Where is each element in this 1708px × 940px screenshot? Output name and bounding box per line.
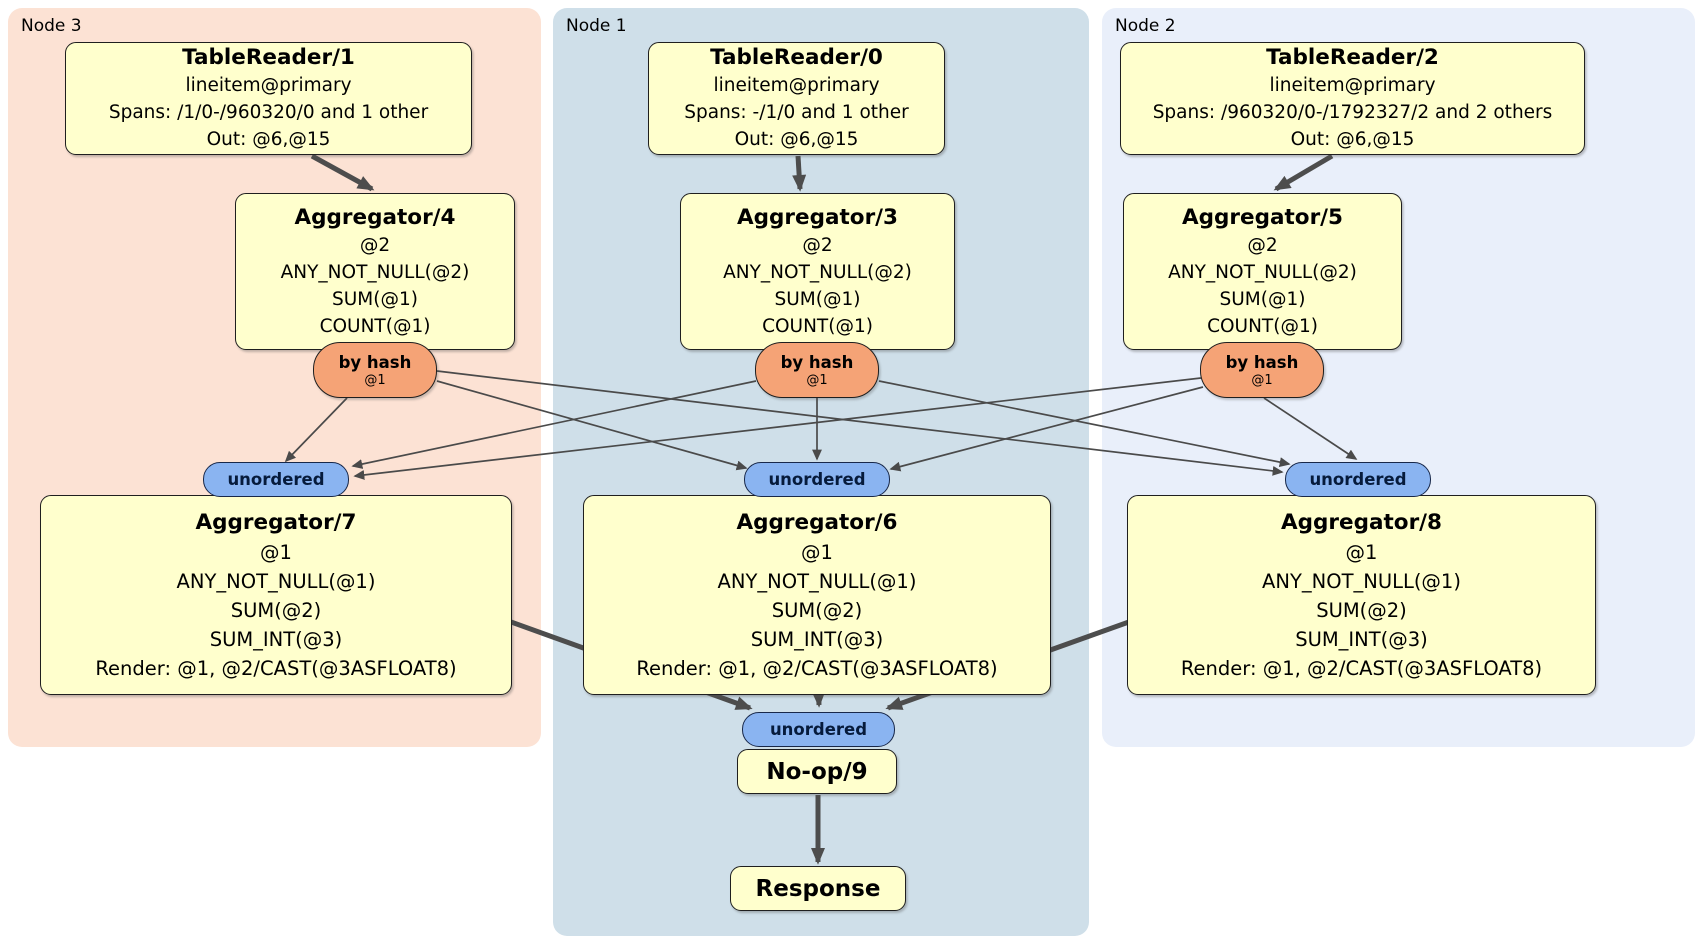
router-key: @1 — [1251, 372, 1273, 388]
node-aggregator-6: Aggregator/6 @1 ANY_NOT_NULL(@1) SUM(@2)… — [583, 495, 1051, 695]
edge-hash3-unordered1 — [351, 380, 757, 469]
node-title: Aggregator/4 — [294, 204, 456, 230]
group-label-node-2: Node 2 — [1115, 16, 1176, 36]
node-detail: ANY_NOT_NULL(@2) — [1168, 261, 1357, 283]
node-detail: @2 — [802, 234, 833, 256]
node-title: TableReader/1 — [182, 45, 355, 70]
node-detail: @2 — [359, 234, 391, 256]
node-detail: SUM(@2) — [1316, 599, 1407, 622]
edge-hash3-unordered3 — [878, 380, 1291, 467]
node-detail: COUNT(@1) — [762, 315, 873, 337]
node-detail: SUM(@2) — [771, 599, 863, 622]
edge-hash5-unordered1 — [353, 377, 1202, 480]
node-detail: @1 — [1345, 541, 1378, 564]
edge-tr1-agg4 — [310, 153, 375, 192]
node-aggregator-7: Aggregator/7 @1 ANY_NOT_NULL(@1) SUM(@2)… — [40, 495, 512, 695]
node-detail: COUNT(@1) — [1207, 315, 1318, 337]
router-label: by hash — [338, 352, 412, 372]
node-detail: @1 — [801, 541, 833, 564]
node-tablereader-0: TableReader/0 lineitem@primary Spans: -/… — [648, 42, 945, 155]
node-title: Response — [755, 875, 881, 902]
edge-hash4-unordered3 — [436, 370, 1284, 476]
node-detail: lineitem@primary — [713, 75, 880, 96]
node-detail: Spans: /960320/0-/1792327/2 and 2 others — [1152, 102, 1553, 123]
node-title: TableReader/0 — [710, 45, 883, 70]
node-title: Aggregator/5 — [1182, 204, 1343, 230]
sync-unordered-2: unordered — [744, 462, 890, 497]
edge-tr2-agg5 — [1273, 153, 1334, 192]
router-by-hash-4: by hash @1 — [313, 342, 437, 398]
node-detail: lineitem@primary — [1269, 75, 1436, 96]
node-detail: SUM(@1) — [1219, 288, 1306, 310]
node-noop-9: No-op/9 — [737, 749, 897, 794]
node-detail: Render: @1, @2/CAST(@3ASFLOAT8) — [1180, 657, 1543, 680]
edge-hash4-unordered2 — [436, 380, 748, 471]
sync-label: unordered — [1309, 470, 1407, 489]
router-label: by hash — [780, 352, 854, 372]
node-response: Response — [730, 866, 906, 911]
sync-unordered-1: unordered — [203, 462, 349, 497]
node-detail: ANY_NOT_NULL(@1) — [1262, 570, 1461, 593]
node-detail: @1 — [260, 541, 292, 564]
node-detail: Render: @1, @2/CAST(@3ASFLOAT8) — [636, 657, 998, 680]
sync-unordered-4: unordered — [742, 712, 895, 747]
node-title: Aggregator/6 — [736, 510, 898, 535]
node-aggregator-5: Aggregator/5 @2 ANY_NOT_NULL(@2) SUM(@1)… — [1123, 193, 1402, 350]
sync-label: unordered — [768, 470, 866, 489]
node-tablereader-2: TableReader/2 lineitem@primary Spans: /9… — [1120, 42, 1585, 155]
node-title: No-op/9 — [766, 758, 868, 785]
node-detail: Out: @6,@15 — [1290, 129, 1415, 150]
node-detail: SUM_INT(@3) — [209, 628, 343, 651]
node-detail: SUM(@1) — [332, 288, 418, 310]
node-detail: SUM_INT(@3) — [750, 628, 884, 651]
router-by-hash-5: by hash @1 — [1200, 342, 1324, 398]
edge-hash5-unordered3 — [1263, 397, 1358, 460]
node-detail: Render: @1, @2/CAST(@3ASFLOAT8) — [95, 657, 457, 680]
node-detail: lineitem@primary — [185, 75, 352, 96]
node-title: Aggregator/7 — [195, 510, 357, 535]
node-detail: SUM(@2) — [230, 599, 322, 622]
node-detail: COUNT(@1) — [319, 315, 431, 337]
node-detail: ANY_NOT_NULL(@1) — [717, 570, 917, 593]
node-aggregator-3: Aggregator/3 @2 ANY_NOT_NULL(@2) SUM(@1)… — [680, 193, 955, 350]
node-title: Aggregator/3 — [737, 204, 898, 230]
router-key: @1 — [806, 372, 828, 388]
node-detail: Out: @6,@15 — [206, 129, 331, 150]
router-label: by hash — [1225, 352, 1299, 372]
edge-hash5-unordered2 — [889, 386, 1204, 472]
node-detail: Spans: /1/0-/960320/0 and 1 other — [108, 102, 429, 123]
node-detail: SUM_INT(@3) — [1295, 628, 1428, 651]
group-label-node-3: Node 3 — [21, 16, 82, 36]
node-aggregator-4: Aggregator/4 @2 ANY_NOT_NULL(@2) SUM(@1)… — [235, 193, 515, 350]
sync-label: unordered — [769, 720, 868, 739]
router-key: @1 — [364, 372, 386, 388]
group-label-node-1: Node 1 — [566, 16, 627, 36]
edge-hash4-unordered1 — [284, 397, 348, 463]
node-detail: Spans: -/1/0 and 1 other — [684, 102, 909, 123]
node-aggregator-8: Aggregator/8 @1 ANY_NOT_NULL(@1) SUM(@2)… — [1127, 495, 1596, 695]
node-detail: Out: @6,@15 — [734, 129, 859, 150]
node-title: Aggregator/8 — [1281, 510, 1442, 535]
node-tablereader-1: TableReader/1 lineitem@primary Spans: /1… — [65, 42, 472, 155]
edge-tr0-agg3 — [792, 155, 807, 192]
sync-unordered-3: unordered — [1285, 462, 1431, 497]
node-detail: ANY_NOT_NULL(@2) — [723, 261, 912, 283]
router-by-hash-3: by hash @1 — [755, 342, 879, 398]
node-detail: ANY_NOT_NULL(@2) — [280, 261, 470, 283]
sync-label: unordered — [227, 470, 325, 489]
node-detail: @2 — [1247, 234, 1278, 256]
node-title: TableReader/2 — [1266, 45, 1439, 70]
node-detail: ANY_NOT_NULL(@1) — [176, 570, 376, 593]
node-detail: SUM(@1) — [774, 288, 861, 310]
